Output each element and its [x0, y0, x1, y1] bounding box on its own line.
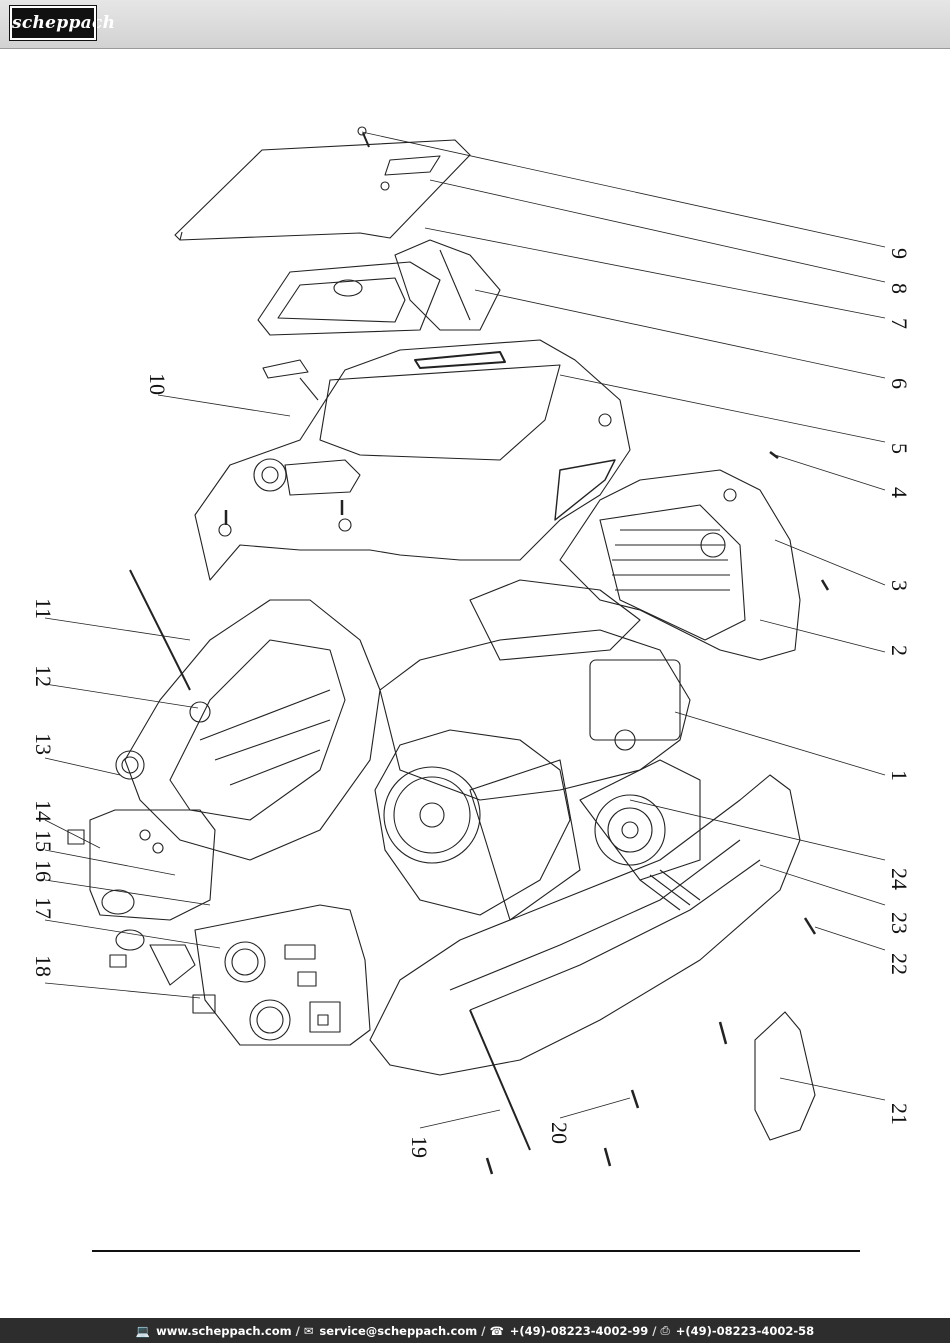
recoil-starter-part	[374, 729, 701, 921]
part-number-22: 22	[887, 953, 912, 975]
right-side-cover-part	[559, 469, 801, 661]
part-number-9: 9	[887, 248, 912, 259]
footer-website[interactable]: www.scheppach.com	[156, 1323, 292, 1338]
part-number-21: 21	[887, 1103, 912, 1125]
exploded-view-diagram: 9 8 7 6 5 4 3 2 1 24 23 22 21 10 11 12 1…	[0, 48, 950, 1248]
leader-lines	[44, 131, 886, 1129]
part-number-14: 14	[31, 800, 56, 822]
footer-fax: +(49)-08223-4002-58	[675, 1323, 815, 1338]
part-number-15: 15	[31, 830, 56, 852]
socket-panel-part	[194, 904, 371, 1046]
part-number-20: 20	[547, 1122, 572, 1144]
screw-part	[769, 451, 830, 591]
part-number-13: 13	[31, 733, 56, 755]
top-cover-part	[174, 139, 471, 241]
footer-separator: /	[481, 1323, 486, 1338]
part-number-16: 16	[31, 860, 56, 882]
part-number-8: 8	[887, 283, 912, 294]
part-number-18: 18	[31, 955, 56, 977]
part-number-3: 3	[887, 580, 912, 591]
part-number-23: 23	[887, 912, 912, 934]
small-cover-part	[754, 1011, 816, 1141]
lower-base-part	[369, 774, 801, 1076]
footer-email[interactable]: service@scheppach.com	[319, 1323, 478, 1338]
control-panel-part	[67, 809, 216, 1014]
screw-part	[357, 126, 370, 148]
footer-divider	[92, 1250, 860, 1252]
envelope-icon: ✉	[303, 1323, 314, 1338]
part-number-10: 10	[145, 373, 170, 395]
fax-icon: ⎙	[660, 1323, 670, 1337]
part-number-1: 1	[887, 770, 912, 781]
telephone-icon: ☎	[489, 1323, 504, 1338]
page-header: scheppach	[0, 0, 950, 49]
part-number-2: 2	[887, 645, 912, 656]
part-number-4: 4	[887, 487, 912, 498]
part-number-24: 24	[887, 868, 912, 890]
computer-icon: 💻	[135, 1323, 151, 1338]
part-number-6: 6	[887, 378, 912, 389]
engine-part	[379, 579, 691, 801]
part-number-11: 11	[31, 598, 56, 619]
air-filter-part	[257, 239, 501, 336]
footer-separator: /	[652, 1323, 657, 1338]
footer-phone: +(49)-08223-4002-99	[509, 1323, 649, 1338]
part-number-12: 12	[31, 665, 56, 687]
frame-handle-part	[115, 569, 381, 861]
part-number-19: 19	[407, 1136, 432, 1158]
part-number-5: 5	[887, 443, 912, 454]
screw-part	[224, 500, 817, 1175]
page-footer: 💻 www.scheppach.com / ✉ service@scheppac…	[0, 1318, 950, 1343]
brand-logo: scheppach	[9, 5, 115, 41]
part-number-17: 17	[31, 897, 56, 919]
rod-part	[469, 1009, 531, 1151]
footer-separator: /	[295, 1323, 300, 1338]
part-number-7: 7	[887, 318, 912, 329]
